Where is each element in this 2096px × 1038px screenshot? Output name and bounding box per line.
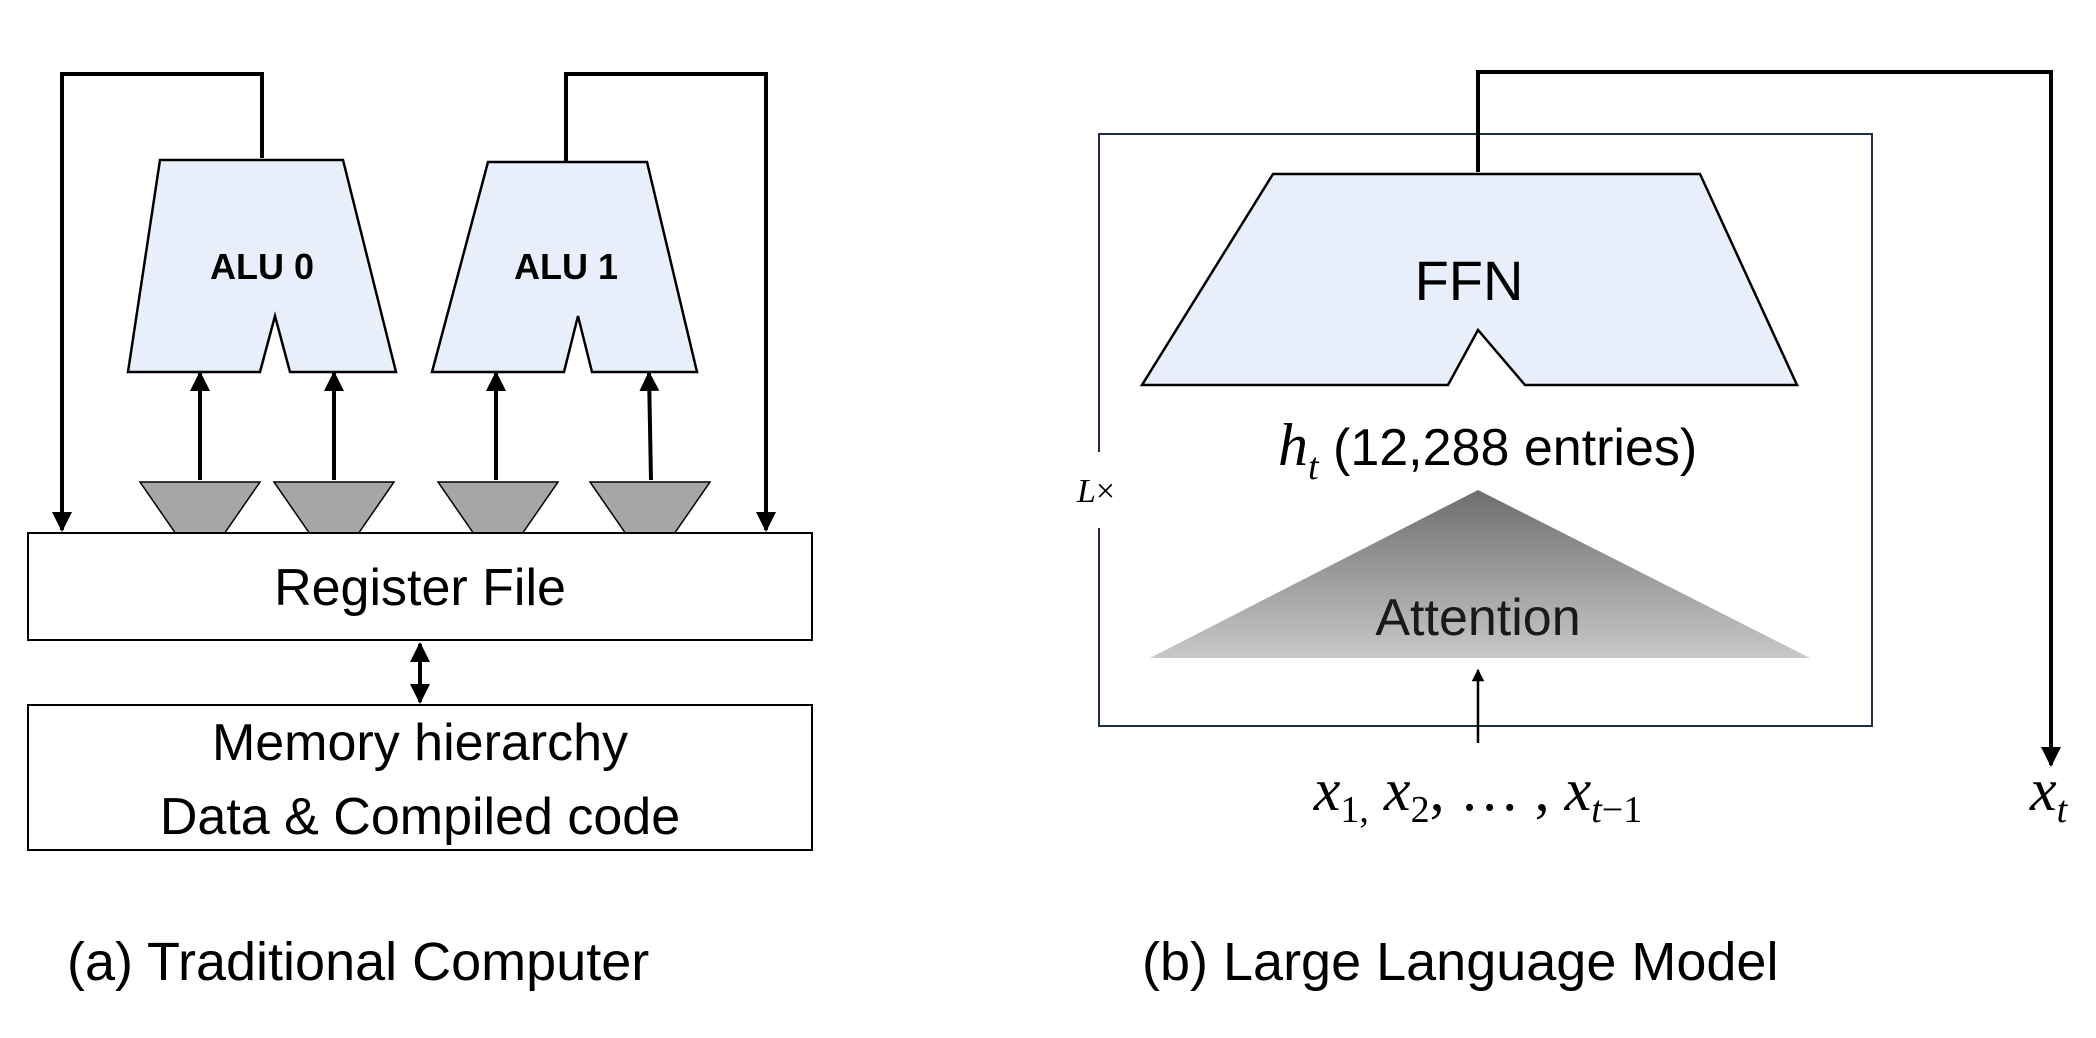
alu1-operand-b-arrow bbox=[639, 371, 660, 481]
mux-3 bbox=[588, 481, 712, 535]
memory-contents-label: Data & Compiled code bbox=[160, 788, 680, 846]
ffn-block: FFN bbox=[1139, 172, 1799, 387]
output-token-label: xt bbox=[2029, 757, 2069, 831]
alu-0: ALU 0 bbox=[126, 158, 398, 374]
caption-traditional-computer: (a) Traditional Computer bbox=[67, 932, 649, 992]
layer-count-label: L× bbox=[1076, 473, 1115, 510]
register-file-label: Register File bbox=[274, 559, 566, 617]
attention-block: Attention bbox=[1150, 490, 1810, 658]
mux-0 bbox=[138, 481, 262, 535]
multiplexers bbox=[138, 481, 712, 535]
alu-1: ALU 1 bbox=[430, 160, 699, 374]
alu0-feedback-arrow bbox=[52, 72, 264, 532]
alu1-feedback-arrow bbox=[564, 72, 776, 532]
memory-hierarchy: Memory hierarchy Data & Compiled code bbox=[27, 704, 813, 851]
alu-0-label: ALU 0 bbox=[210, 246, 314, 287]
hidden-state-label: ht (12,288 entries) bbox=[1278, 412, 1697, 488]
operand-arrows bbox=[190, 371, 660, 481]
attention-label: Attention bbox=[1375, 589, 1580, 647]
alu-1-label: ALU 1 bbox=[514, 246, 618, 287]
mux-2 bbox=[436, 481, 560, 535]
panel-large-language-model: L× FFN ht (12,288 entries) Attention x1,… bbox=[1076, 70, 2069, 992]
ffn-label: FFN bbox=[1415, 249, 1524, 312]
input-sequence-label: x1, x2, … , xt−1 bbox=[1313, 757, 1642, 831]
mux-1 bbox=[272, 481, 396, 535]
memory-hierarchy-label: Memory hierarchy bbox=[212, 714, 628, 772]
output-arrow bbox=[1476, 70, 2061, 767]
layer-stack-frame bbox=[1098, 133, 1873, 727]
caption-large-language-model: (b) Large Language Model bbox=[1142, 932, 1778, 992]
register-file: Register File bbox=[27, 532, 813, 641]
panel-traditional-computer: ALU 0 ALU 1 Register File bbox=[27, 72, 813, 992]
